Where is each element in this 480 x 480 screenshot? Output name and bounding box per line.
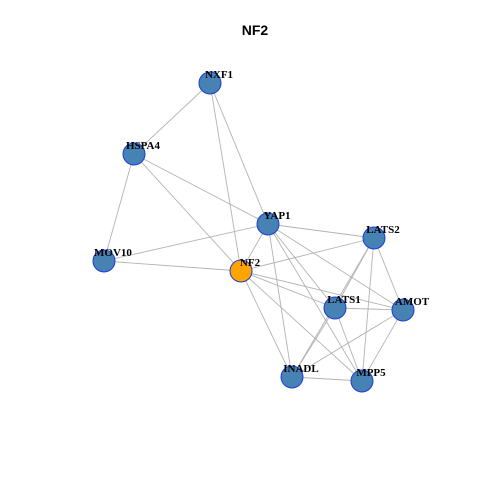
nodes-layer [92,71,415,393]
node-label-lats1: LATS1 [327,294,360,306]
edge-hspa4-yap1 [133,153,269,225]
node-label-mov10: MOV10 [94,247,132,259]
edge-mov10-yap1 [103,223,269,262]
edge-nf2-inadl [240,270,293,378]
edge-inadl-mpp5 [291,376,363,382]
node-inadl[interactable] [280,365,304,389]
node-label-amot: AMOT [395,296,430,308]
edge-nxf1-hspa4 [133,82,211,155]
edge-nf2-lats1 [240,270,336,309]
edge-nf2-mpp5 [240,270,363,382]
edge-yap1-lats1 [267,223,336,309]
edge-mov10-nf2 [103,260,242,272]
edge-lats1-inadl [291,307,336,378]
edge-yap1-amot [267,223,404,311]
node-lats1[interactable] [323,296,347,320]
node-label-yap1: YAP1 [263,210,290,222]
node-yap1[interactable] [256,212,280,236]
node-nf2[interactable] [229,259,253,283]
edge-lats2-mpp5 [361,237,375,382]
edge-lats1-mpp5 [334,307,363,382]
node-hspa4[interactable] [122,142,146,166]
edges-layer [103,82,404,382]
edge-amot-inadl [291,309,404,378]
node-label-nxf1: NXF1 [205,69,233,81]
edge-hspa4-nf2 [133,153,242,272]
edge-hspa4-mov10 [103,153,135,262]
edge-nf2-amot [240,270,404,311]
node-label-mpp5: MPP5 [356,367,386,379]
edge-nxf1-yap1 [209,82,269,225]
edge-amot-mpp5 [361,309,404,382]
node-label-lats2: LATS2 [366,224,400,236]
node-mpp5[interactable] [350,369,374,393]
node-amot[interactable] [391,298,415,322]
node-label-nf2: NF2 [240,257,261,269]
edge-yap1-mpp5 [267,223,363,382]
node-label-inadl: INADL [283,363,318,375]
edge-lats2-amot [373,237,404,311]
edge-nf2-lats2 [240,237,375,272]
graph-title: NF2 [242,22,269,38]
edge-yap1-inadl [267,223,293,378]
node-mov10[interactable] [92,249,116,273]
node-label-hspa4: HSPA4 [126,140,161,152]
node-nxf1[interactable] [198,71,222,95]
edge-nxf1-nf2 [209,82,242,272]
edge-yap1-lats2 [267,223,375,239]
node-lats2[interactable] [362,226,386,250]
